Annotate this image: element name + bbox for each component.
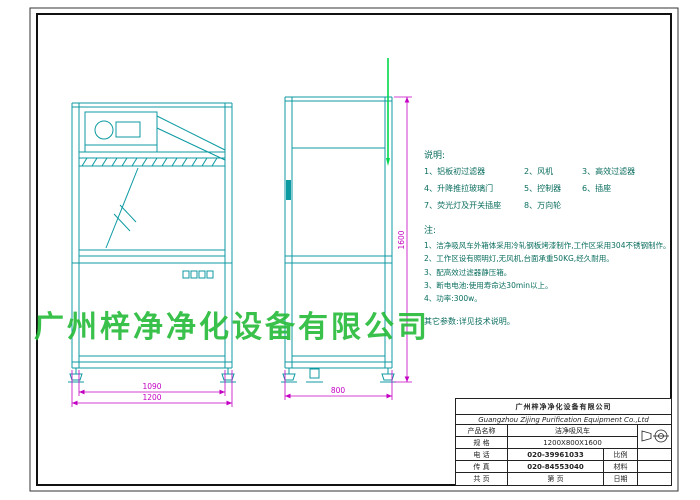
fax-value: 020-84553040 <box>507 460 604 473</box>
socket-panel <box>182 270 214 279</box>
dimension-label-depth: 800 <box>331 386 346 395</box>
glass-mark <box>105 167 139 249</box>
side-feet <box>281 368 396 383</box>
remark-item: 3、断电电池:使用寿命达30min以上。 <box>424 280 553 290</box>
date-label: 日期 <box>603 472 638 486</box>
front-view <box>68 102 236 383</box>
page-number-label: 第 页 <box>507 472 604 486</box>
part-item: 8、万向轮 <box>524 201 562 210</box>
side-view <box>281 96 396 383</box>
fan-scroll <box>94 120 114 140</box>
projection-symbol-icon <box>641 429 669 442</box>
part-item: 7、荧光灯及开关插座 <box>424 201 502 210</box>
remark-item: 4、功率:300w。 <box>424 294 482 303</box>
dimension-label-height: 1600 <box>397 230 406 249</box>
parts-list: 1、铝板初过滤器 2、风机 3、高效过滤器 4、升降推拉玻璃门 5、控制器 6、… <box>424 166 676 211</box>
remark-item: 2、工作区设有照明灯,无风机,台面承重50KG,经久耐用。 <box>424 254 614 264</box>
spec-value: 1200X800X1600 <box>507 436 638 449</box>
spec-label: 规 格 <box>455 436 508 449</box>
front-feet <box>68 368 236 383</box>
notes-panel: 说明: 1、铝板初过滤器 2、风机 3、高效过滤器 4、升降推拉玻璃门 5、控制… <box>424 148 676 327</box>
part-item: 4、升降推拉玻璃门 <box>424 184 494 193</box>
door-handle <box>286 180 291 200</box>
filter-hatch <box>81 157 218 167</box>
part-item: 1、铝板初过滤器 <box>424 167 486 176</box>
part-item: 2、风机 <box>524 167 554 176</box>
titleblock-company-cn: 广州梓净净化设备有限公司 <box>455 398 672 415</box>
product-name-value: 洁净吸风车 <box>507 424 638 437</box>
page-border <box>29 7 679 492</box>
date-value <box>637 472 672 486</box>
scale-value <box>637 448 672 461</box>
part-item: 5、控制器 <box>524 184 562 193</box>
phone-label: 电 话 <box>455 448 508 461</box>
other-params-note: 其它参数:详见技术说明。 <box>424 317 515 327</box>
dimension-label-front-inner: 1090 <box>142 382 161 391</box>
phone-value: 020-39961033 <box>507 448 604 461</box>
notes-heading: 说明: <box>424 151 446 161</box>
projection-symbol-cell <box>637 424 672 449</box>
remark-item: 3、配高效过滤器静压箱。 <box>424 267 512 277</box>
dimensions <box>71 96 412 407</box>
dimension-label-front-outer: 1200 <box>142 393 161 402</box>
part-item: 6、插座 <box>582 184 612 193</box>
pages-total-label: 共 页 <box>455 472 508 486</box>
product-name-label: 产品名称 <box>455 424 508 437</box>
fax-label: 传 真 <box>455 460 508 473</box>
scale-label: 比例 <box>603 448 638 461</box>
green-leader-line <box>386 58 390 166</box>
title-block: 广州梓净净化设备有限公司 Guangzhou Zijing Purificati… <box>455 398 672 486</box>
material-value <box>637 460 672 473</box>
material-label: 材料 <box>603 460 638 473</box>
fan-box <box>84 111 158 153</box>
part-item: 3、高效过滤器 <box>582 167 636 176</box>
titleblock-company-en: Guangzhou Zijing Purification Equipment … <box>455 414 672 425</box>
remarks-heading: 注: <box>424 226 437 236</box>
remarks-list: 1、洁净吸风车外箱体采用冷轧钢板烤漆制作,工作区采用304不锈钢制作。 2、工作… <box>424 240 676 304</box>
remark-item: 1、洁净吸风车外箱体采用冷轧钢板烤漆制作,工作区采用304不锈钢制作。 <box>424 241 671 250</box>
company-watermark: 广州梓净净化设备有限公司 <box>34 310 430 345</box>
dimension-labels: 1090 1200 800 1600 <box>142 230 406 402</box>
